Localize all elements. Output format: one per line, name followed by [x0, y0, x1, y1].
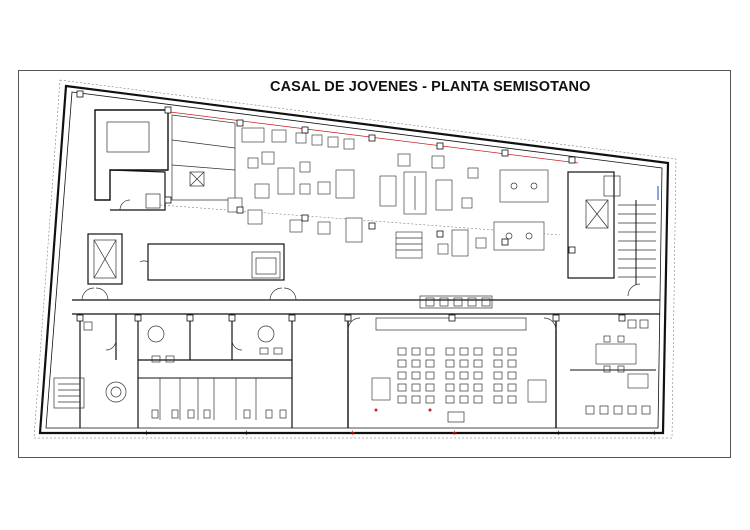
column: [164, 196, 172, 204]
column: [344, 314, 352, 322]
left-stair: [87, 233, 123, 285]
column: [448, 314, 456, 322]
classroom-desk: [397, 371, 407, 380]
classroom-desk: [507, 395, 517, 404]
bathroom-block: [79, 314, 293, 428]
lounge-furniture: [227, 127, 479, 215]
room-top-left: [94, 109, 169, 211]
classroom-desk: [425, 359, 435, 368]
meeting-room: [570, 319, 656, 415]
classroom-desk: [493, 371, 503, 380]
doors: [81, 283, 641, 331]
column: [76, 314, 84, 322]
classroom-desk: [493, 347, 503, 356]
classroom-desk: [425, 347, 435, 356]
column: [236, 206, 244, 214]
classroom-desk: [445, 395, 455, 404]
right-stair: [567, 171, 659, 285]
classroom-desk: [445, 347, 455, 356]
svg-text:+: +: [144, 428, 149, 438]
classroom-desk: [473, 371, 483, 380]
classroom-desk: [459, 383, 469, 392]
svg-text:+: +: [244, 428, 249, 438]
classroom-desk: [397, 347, 407, 356]
classroom-desk: [425, 383, 435, 392]
lower-left-stair: [53, 377, 127, 409]
column: [301, 126, 309, 134]
classroom-desk: [473, 347, 483, 356]
workstation-row: [419, 295, 493, 309]
column: [568, 246, 576, 254]
column: [228, 314, 236, 322]
classroom-desk: [493, 395, 503, 404]
classroom-desk: [459, 395, 469, 404]
column: [368, 134, 376, 142]
classroom-desk: [397, 359, 407, 368]
classroom-desk: [425, 371, 435, 380]
classroom-desk: [445, 383, 455, 392]
svg-text:+: +: [556, 428, 561, 438]
column: [501, 238, 509, 246]
classroom-desk: [411, 371, 421, 380]
game-tables: [493, 169, 549, 251]
column: [436, 142, 444, 150]
classroom-desk: [459, 347, 469, 356]
column: [368, 222, 376, 230]
classroom-desk: [459, 371, 469, 380]
classroom-desk: [411, 359, 421, 368]
column: [552, 314, 560, 322]
column: [436, 230, 444, 238]
drawing-title: CASAL DE JOVENES - PLANTA SEMISOTANO: [270, 79, 591, 95]
classroom-desk: [507, 359, 517, 368]
classroom-desk: [473, 383, 483, 392]
stage-platform: [171, 114, 236, 201]
classroom: [347, 314, 557, 428]
column: [134, 314, 142, 322]
classroom-desk: [397, 395, 407, 404]
column: [501, 149, 509, 157]
classroom-desk: [397, 383, 407, 392]
classroom-desk: [425, 395, 435, 404]
classroom-desk: [445, 359, 455, 368]
main-hall: [72, 204, 660, 315]
classroom-desk: [493, 359, 503, 368]
classroom-desk: [411, 347, 421, 356]
grid-marks: + + + + + +: [40, 428, 663, 438]
column: [76, 90, 84, 98]
classroom-desk: [507, 383, 517, 392]
column: [618, 314, 626, 322]
structural-columns: [76, 90, 626, 322]
classroom-desk: [507, 371, 517, 380]
classroom-desk: [473, 395, 483, 404]
svg-text:+: +: [452, 428, 457, 438]
classroom-desk: [507, 347, 517, 356]
column: [236, 119, 244, 127]
column: [164, 106, 172, 114]
classroom-desk: [411, 395, 421, 404]
classroom-desk: [493, 383, 503, 392]
classroom-desk: [473, 359, 483, 368]
svg-text:+: +: [652, 428, 657, 438]
classroom-desk: [445, 371, 455, 380]
middle-tables: [247, 209, 487, 259]
exterior-walls: [33, 79, 677, 439]
classroom-desk: [459, 359, 469, 368]
column: [186, 314, 194, 322]
central-counter: [139, 243, 285, 281]
column: [288, 314, 296, 322]
svg-text:+: +: [350, 428, 355, 438]
classroom-desk: [411, 383, 421, 392]
column: [301, 214, 309, 222]
column: [568, 156, 576, 164]
